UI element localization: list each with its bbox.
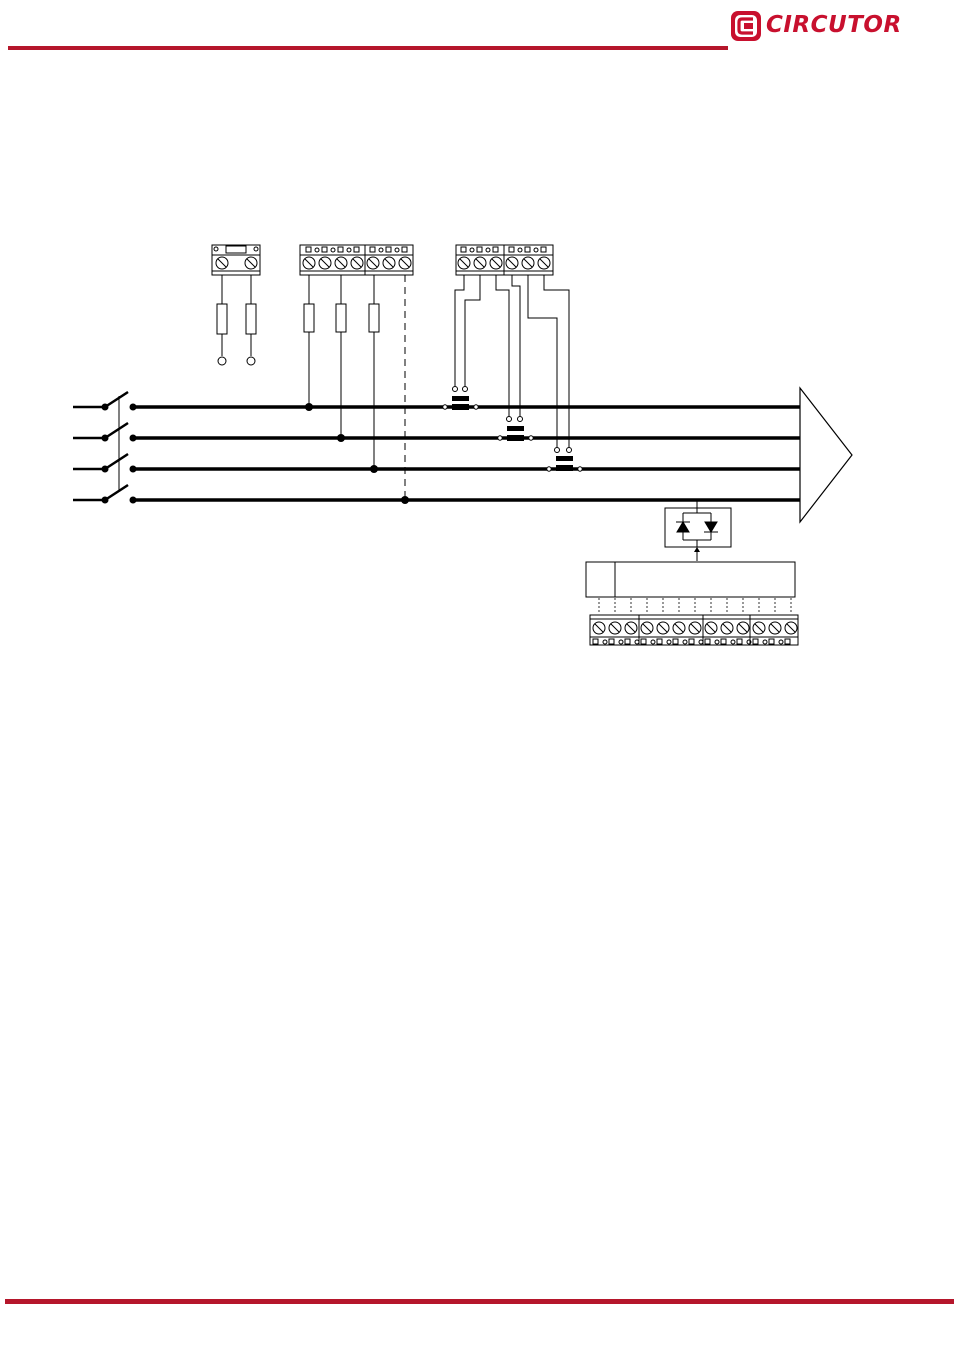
thyristor-module <box>664 500 732 548</box>
footer-rule <box>5 1299 954 1304</box>
voltage-terminal-block <box>299 244 414 500</box>
brand-logo: CIRCUTOR <box>728 8 910 44</box>
current-transformer-l2 <box>507 426 524 441</box>
supply-terminal-block <box>211 244 261 366</box>
brand-name: CIRCUTOR <box>766 12 902 38</box>
current-transformer-l3 <box>556 456 573 471</box>
controller-terminal-strip <box>589 598 799 646</box>
current-terminal-block <box>452 244 572 453</box>
header-rule <box>8 46 728 50</box>
main-switch <box>73 390 129 502</box>
load-symbol <box>799 386 853 524</box>
controller-unit <box>585 561 796 598</box>
current-transformer-l1 <box>452 396 469 410</box>
circutor-logo-icon <box>731 11 761 41</box>
